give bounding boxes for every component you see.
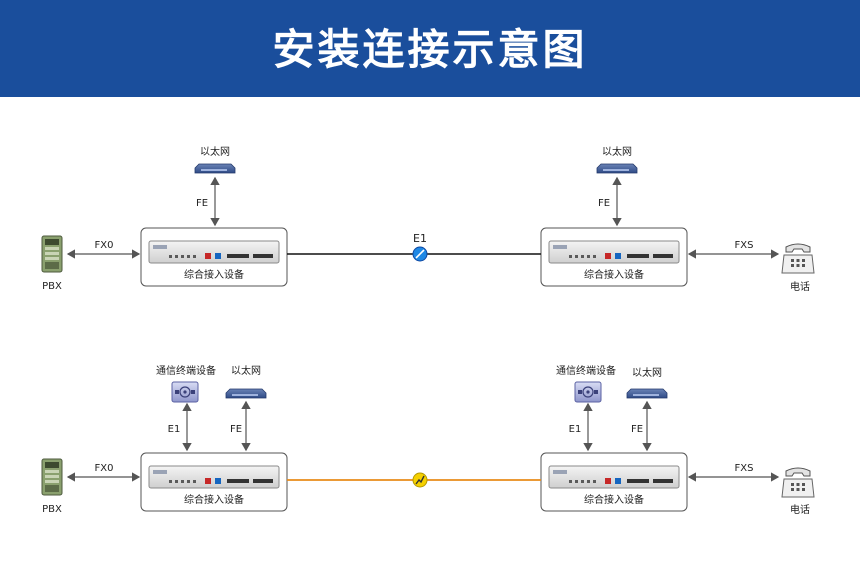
page-title: 安装连接示意图 xyxy=(272,25,588,74)
terminal-device-icon xyxy=(171,381,199,403)
right-fxs-label: FXS xyxy=(735,463,754,474)
left-e1-label: E1 xyxy=(168,424,181,435)
diagram-2: 综合接入设备 综合接入设备 通信终端设备 E1 以太网 FE 通信终端设备 E1… xyxy=(41,364,815,516)
right-phone-label: 电话 xyxy=(790,503,810,516)
terminal-device-icon xyxy=(574,381,602,403)
rack-device-icon xyxy=(548,465,680,489)
right-device-label: 综合接入设备 xyxy=(584,493,644,506)
right-fxs-label: FXS xyxy=(735,240,754,251)
fiber-link-icon xyxy=(412,472,428,488)
left-terminal-label: 通信终端设备 xyxy=(156,364,216,377)
ethernet-switch-icon xyxy=(225,388,267,399)
left-fe-label: FE xyxy=(230,424,242,435)
telephone-icon xyxy=(781,467,815,498)
left-device-label: 综合接入设备 xyxy=(184,493,244,506)
left-pbx-label: PBX xyxy=(42,281,62,292)
right-device-label: 综合接入设备 xyxy=(584,268,644,281)
right-fe-label: FE xyxy=(631,424,643,435)
ethernet-switch-icon xyxy=(194,163,236,174)
ethernet-switch-icon xyxy=(596,163,638,174)
telephone-icon xyxy=(781,243,815,274)
right-ethernet-label: 以太网 xyxy=(632,366,662,379)
right-phone-label: 电话 xyxy=(790,280,810,293)
e1-link-icon xyxy=(412,246,428,262)
title-banner: 安装连接示意图 xyxy=(0,0,860,97)
pbx-icon xyxy=(41,235,63,273)
right-terminal-label: 通信终端设备 xyxy=(556,364,616,377)
left-fx0-label: FX0 xyxy=(95,463,114,474)
left-device-label: 综合接入设备 xyxy=(184,268,244,281)
right-fe-label: FE xyxy=(598,198,610,209)
right-e1-label: E1 xyxy=(569,424,582,435)
right-ethernet-label: 以太网 xyxy=(602,145,632,158)
left-pbx-label: PBX xyxy=(42,504,62,515)
rack-device-icon xyxy=(148,240,280,264)
e1-link-label: E1 xyxy=(413,232,427,245)
rack-device-icon xyxy=(548,240,680,264)
rack-device-icon xyxy=(148,465,280,489)
left-fx0-label: FX0 xyxy=(95,240,114,251)
ethernet-switch-icon xyxy=(626,388,668,399)
left-ethernet-label: 以太网 xyxy=(200,145,230,158)
left-ethernet-label: 以太网 xyxy=(231,364,261,377)
pbx-icon xyxy=(41,458,63,496)
diagram-1: 综合接入设备 综合接入设备 E1 以太网 FE 以太网 FE PBX FX0 电… xyxy=(41,145,815,293)
left-fe-label: FE xyxy=(196,198,208,209)
